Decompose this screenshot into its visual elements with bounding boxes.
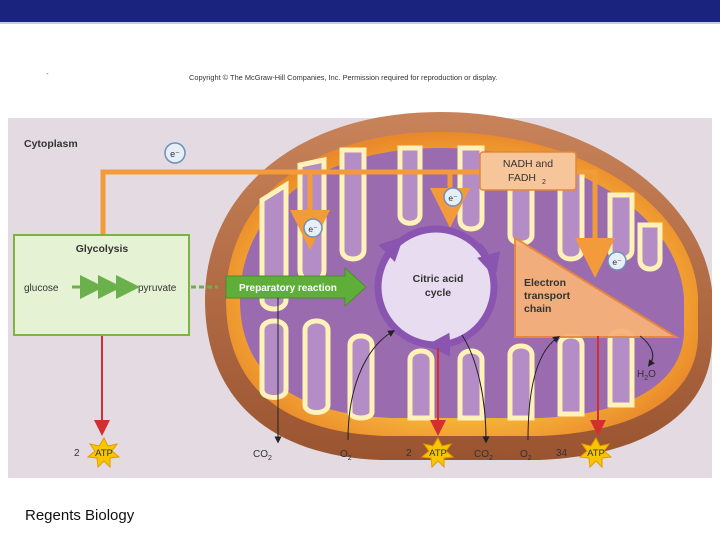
atp-output-3: 34 ATP (556, 436, 613, 469)
nadh-fadh2-box (479, 151, 577, 191)
atp-output-lines (94, 336, 606, 436)
atp-label: ATP (95, 448, 113, 459)
citric-label-line1: Citric acid (413, 273, 464, 285)
electron-icon (607, 251, 627, 271)
copyright-text: Copyright © The McGraw-Hill Companies, I… (189, 73, 497, 82)
atp-star-icon (578, 436, 613, 469)
glycolysis-label: Glycolysis (76, 243, 129, 255)
co2-label: CO2 (253, 449, 272, 462)
gas-labels: CO2 O2 CO2 O2 (253, 449, 532, 462)
electron-label: e⁻ (612, 257, 622, 267)
electron-label: e⁻ (308, 224, 318, 234)
pyruvate-label: pyruvate (138, 283, 177, 294)
water-arrow (639, 335, 655, 367)
title-banner (0, 0, 720, 22)
co2-label: CO2 (474, 449, 493, 462)
o2-label: O2 (520, 449, 532, 462)
electron-label: e⁻ (448, 193, 458, 203)
atp-output-1: 2 ATP (74, 436, 121, 469)
glucose-label: glucose (24, 283, 59, 294)
cycle-arrows (378, 236, 501, 357)
etc-label-line3: chain (524, 303, 551, 315)
electron-markers: e⁻ e⁻ e⁻ e⁻ (164, 142, 627, 271)
nadh-label-line2: FADH (508, 172, 536, 184)
nadh-label-subscript: 2 (542, 179, 546, 186)
water-label: H2O (637, 369, 656, 382)
preparatory-reaction-arrow (225, 266, 367, 308)
atp-count: 2 (406, 448, 412, 459)
etc-label-line1: Electron (524, 277, 566, 289)
footer-label: Regents Biology (25, 507, 135, 524)
atp-label: ATP (429, 448, 447, 459)
atp-output-2: 2 ATP (406, 436, 455, 469)
atp-label: ATP (587, 448, 605, 459)
etc-label-line2: transport (524, 290, 571, 302)
citric-label-line2: cycle (425, 287, 451, 299)
atp-count: 34 (556, 448, 568, 459)
nadh-label-line1: NADH and (503, 158, 553, 170)
banner-divider (0, 22, 720, 24)
electron-label: e⁻ (170, 149, 180, 159)
cytoplasm-label: Cytoplasm (24, 138, 78, 150)
electron-icon (164, 142, 186, 164)
o2-label: O2 (340, 449, 352, 462)
electron-icon (443, 187, 463, 207)
electron-icon (303, 218, 323, 238)
preparatory-label: Preparatory reaction (239, 283, 337, 294)
stray-mark: - (46, 69, 49, 78)
atp-count: 2 (74, 448, 80, 459)
electron-transport-chain (514, 236, 680, 338)
atp-star-icon (420, 436, 455, 469)
atp-star-icon (86, 436, 121, 469)
gas-flow-lines (274, 298, 560, 444)
